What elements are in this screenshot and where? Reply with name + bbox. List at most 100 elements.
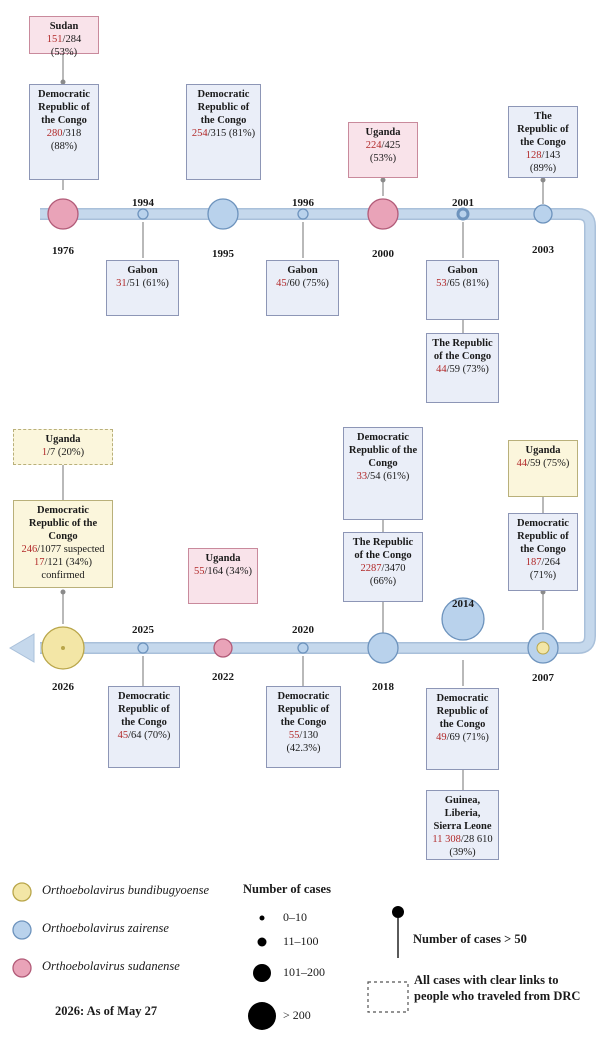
event-marker-1994 xyxy=(137,208,149,220)
outbreak-total-fatality: /59 (75%) xyxy=(527,458,570,469)
outbreak-deaths: 31 xyxy=(116,278,127,289)
outbreak-country: Democratic Republic of the Congo xyxy=(348,432,418,469)
legend-size-marker xyxy=(253,964,271,982)
outbreak-total-fatality: /1077 suspected xyxy=(37,544,105,555)
outbreak-deaths: 254 xyxy=(191,128,208,139)
outbreak-box: Democratic Republic of the Congo 33/54 (6… xyxy=(343,427,423,520)
outbreak-country: Uganda xyxy=(525,445,561,456)
outbreak-total-fatality: /143 (89%) xyxy=(529,150,561,174)
event-marker-1995 xyxy=(207,198,239,230)
legend-size-label: 11–100 xyxy=(283,934,319,948)
event-year-label: 2025 xyxy=(132,624,155,636)
outbreak-country: Gabon xyxy=(127,265,158,276)
outbreak-deaths: 45 xyxy=(117,730,129,741)
legend-size-label: 101–200 xyxy=(283,965,325,979)
outbreak-box: Uganda 55/164 (34%) xyxy=(188,548,258,604)
outbreak-country: The Republic of the Congo xyxy=(432,338,493,362)
outbreak-case-line: 128/143 (89%) xyxy=(526,150,560,174)
event-year-label: 2014 xyxy=(452,598,475,610)
outbreak-deaths: 53 xyxy=(436,278,447,289)
event-year-label: 1976 xyxy=(52,245,75,257)
outbreak-country: Democratic Republic of the Congo xyxy=(197,89,250,126)
event-marker-2018 xyxy=(367,632,399,664)
event-year-label: 2007 xyxy=(532,672,555,684)
outbreak-country: The Republic of the Congo xyxy=(517,111,569,148)
event-year-label: 2020 xyxy=(292,624,315,636)
outbreak-case-line: 53/65 (81%) xyxy=(436,278,489,289)
outbreak-total-fatality: /7 (20%) xyxy=(47,447,85,458)
outbreak-case-line: 246/1077 suspected xyxy=(21,544,104,555)
event-inner-marker-2007 xyxy=(536,641,550,655)
outbreak-total-fatality: /164 (34%) xyxy=(204,566,253,577)
outbreak-country: Uganda xyxy=(45,434,81,445)
outbreak-total-fatality: /59 (73%) xyxy=(446,364,489,375)
outbreak-country: Uganda xyxy=(205,553,241,564)
outbreak-case-line: 55/130 (42.3%) xyxy=(286,730,320,754)
legend-dashed-label: All cases with clear links to people who… xyxy=(414,973,581,1003)
outbreak-deaths: 1 xyxy=(41,447,48,458)
outbreak-total-fatality: /315 (81%) xyxy=(207,128,256,139)
outbreak-case-line: 44/59 (75%) xyxy=(517,458,570,469)
outbreak-total-fatality: /264 (71%) xyxy=(529,557,561,581)
legend-species-swatch xyxy=(12,920,32,940)
outbreak-country: Democratic Republic of the Congo xyxy=(118,691,170,728)
outbreak-case-line: 33/54 (61%) xyxy=(357,471,410,482)
outbreak-case-line: 1/7 (20%) xyxy=(42,447,84,458)
outbreak-case-line: 55/164 (34%) xyxy=(194,566,252,577)
legend-size-marker xyxy=(248,1002,276,1030)
legend-date-note: 2026: As of May 27 xyxy=(55,1004,158,1018)
outbreak-deaths: 45 xyxy=(276,278,287,289)
outbreak-case-line: 151/284 (53%) xyxy=(47,34,81,58)
legend-size-title: Number of cases xyxy=(243,882,331,896)
legend-species-label: Orthoebolavirus bundibugyoense xyxy=(42,883,209,897)
outbreak-deaths: 33 xyxy=(356,471,368,482)
outbreak-total-confirmed: /121 (34%) confirmed xyxy=(41,557,93,581)
outbreak-total-fatality: /3470 (66%) xyxy=(369,563,406,587)
outbreak-total-fatality: /130 (42.3%) xyxy=(286,730,321,754)
outbreak-total-fatality: /60 (75%) xyxy=(286,278,329,289)
event-year-label: 2000 xyxy=(372,248,395,260)
outbreak-country: Democratic Republic of the Congo xyxy=(277,691,330,728)
legend-size-label: > 200 xyxy=(283,1008,311,1022)
event-marker-2014 xyxy=(441,597,485,641)
outbreak-total-fatality: /64 (70%) xyxy=(128,730,171,741)
event-year-label: 2026 xyxy=(52,681,75,693)
timeline-arrowhead xyxy=(9,633,35,663)
outbreak-case-line: 224/425 (53%) xyxy=(366,140,400,164)
event-marker-2025 xyxy=(137,642,149,654)
event-stem-dot xyxy=(540,177,546,183)
outbreak-deaths: 187 xyxy=(525,557,542,568)
outbreak-case-line: 2287/3470 (66%) xyxy=(361,563,406,587)
event-marker-2001 xyxy=(456,207,470,221)
event-marker-2022 xyxy=(213,638,233,658)
outbreak-country: Gabon xyxy=(287,265,318,276)
legend-species-swatch xyxy=(12,958,32,978)
event-stem-dot xyxy=(380,177,386,183)
legend-size-marker xyxy=(259,915,265,921)
outbreak-case-line: 45/64 (70%) xyxy=(118,730,171,741)
event-year-label: 1995 xyxy=(212,248,235,260)
event-marker-2020 xyxy=(297,642,309,654)
outbreak-total-fatality: /425 (53%) xyxy=(369,140,401,164)
event-year-label: 2001 xyxy=(452,197,474,209)
outbreak-deaths: 2287 xyxy=(360,563,382,574)
outbreak-case-line: 187/264 (71%) xyxy=(526,557,560,581)
event-marker-2000 xyxy=(367,198,399,230)
outbreak-country: Democratic Republic of the Congo xyxy=(517,518,569,555)
outbreak-deaths: 151 xyxy=(46,34,63,45)
outbreak-deaths: 44 xyxy=(516,458,528,469)
legend-species-label: Orthoebolavirus zairense xyxy=(42,921,169,935)
outbreak-deaths: 44 xyxy=(436,364,447,375)
outbreak-total-fatality: /65 (81%) xyxy=(446,278,489,289)
